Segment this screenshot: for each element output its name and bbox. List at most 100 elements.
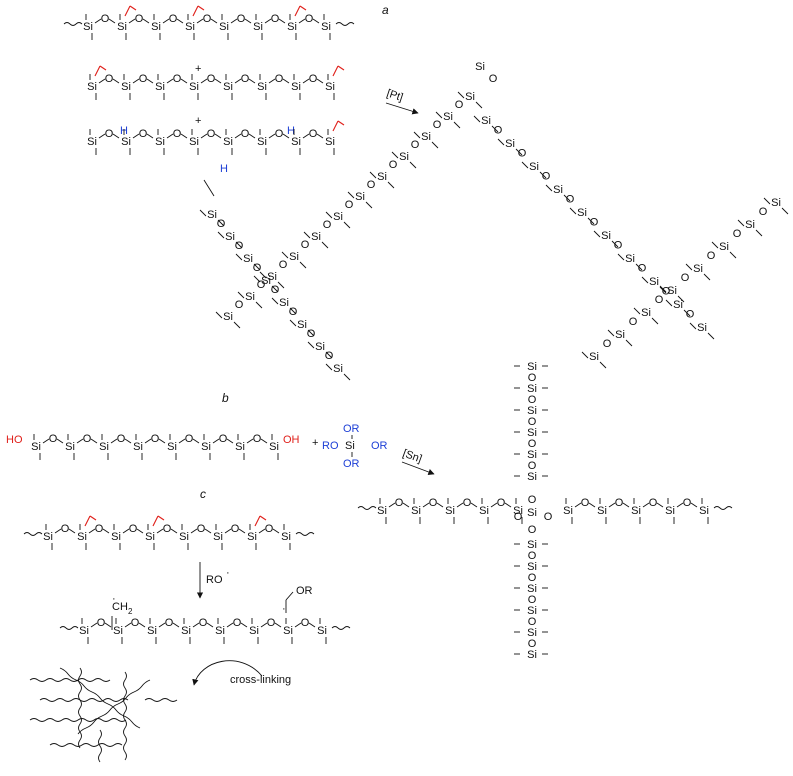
o-atom: O: [497, 497, 506, 509]
o-atom: O: [129, 523, 138, 535]
o-atom: O: [629, 316, 638, 328]
si-atom: Si: [289, 251, 299, 263]
o-atom: O: [305, 13, 314, 25]
si-atom: Si: [207, 209, 217, 221]
si-atom: Si: [151, 21, 161, 33]
o-atom: O: [649, 497, 658, 509]
si-atom: Si: [243, 253, 253, 265]
si-atom: Si: [527, 427, 537, 439]
methylene-radical-dot: ·: [112, 593, 116, 605]
si-atom: Si: [333, 363, 343, 375]
o-atom: O: [307, 328, 316, 340]
o-atom: O: [429, 497, 438, 509]
si-atom: Si: [399, 151, 409, 163]
o-atom: O: [235, 299, 244, 311]
o-atom: O: [528, 616, 537, 628]
o-atom: O: [590, 217, 599, 229]
silanol-end-groups: HO OH: [6, 434, 300, 446]
o-atom: O: [544, 511, 553, 523]
o-atom: O: [253, 433, 262, 445]
o-atom: O: [566, 194, 575, 206]
o-atom: O: [199, 617, 208, 629]
o-atom: O: [271, 13, 280, 25]
si-atom: Si: [377, 505, 387, 517]
o-atom: O: [614, 240, 623, 252]
o-atom: O: [683, 497, 692, 509]
si-atom: Si: [527, 361, 537, 373]
alkoxy-top: OR: [343, 423, 360, 435]
o-atom: O: [528, 524, 537, 536]
si-atom: Si: [673, 299, 683, 311]
radical-dot: ·: [226, 567, 230, 579]
si-atom: Si: [185, 21, 195, 33]
o-atom: O: [105, 73, 114, 85]
si-atom: Si: [121, 136, 131, 148]
si-atom: Si: [667, 285, 677, 297]
si-atom: Si: [245, 291, 255, 303]
hydroxyl-right: OH: [283, 434, 300, 446]
si-atom: Si: [247, 531, 257, 543]
o-atom: O: [528, 638, 537, 650]
si-atom: Si: [475, 61, 485, 73]
alkoxy-left: RO: [322, 440, 339, 452]
si-atom: Si: [235, 441, 245, 453]
si-atom: Si: [553, 184, 563, 196]
si-atom: Si: [631, 505, 641, 517]
o-atom: O: [135, 13, 144, 25]
o-atom: O: [207, 128, 216, 140]
si-atom: Si: [87, 136, 97, 148]
o-atom: O: [139, 73, 148, 85]
o-atom: O: [707, 250, 716, 262]
si-atom: Si: [189, 81, 199, 93]
o-atom: O: [411, 139, 420, 151]
o-atom: O: [655, 294, 664, 306]
si-atom: Si: [445, 505, 455, 517]
radical-site-dot: ·: [282, 603, 286, 615]
o-atom: O: [581, 497, 590, 509]
si-atom: Si: [527, 561, 537, 573]
o-atom: O: [323, 219, 332, 231]
o-atom: O: [301, 617, 310, 629]
si-atom: Si: [527, 627, 537, 639]
si-atom: Si: [79, 625, 89, 637]
si-h-label-2: H: [220, 163, 228, 175]
si-atom: Si: [527, 605, 537, 617]
crosslinking-caption: cross-linking: [230, 674, 291, 686]
si-atom: Si: [771, 197, 781, 209]
o-atom: O: [275, 128, 284, 140]
si-atom: Si: [529, 161, 539, 173]
panel-label-b: b: [222, 391, 229, 405]
plus-sign-1: +: [195, 63, 201, 75]
si-atom: Si: [121, 81, 131, 93]
o-atom: O: [241, 73, 250, 85]
si-atom: Si: [377, 171, 387, 183]
o-atom: O: [61, 523, 70, 535]
si-atom: Si: [527, 405, 537, 417]
o-atom: O: [489, 73, 498, 85]
si-atom: Si: [693, 263, 703, 275]
o-atom: O: [389, 159, 398, 171]
alkoxy-bottom: OR: [343, 458, 360, 470]
crosslinking-arrow: cross-linking: [192, 660, 291, 686]
si-atom: Si: [223, 81, 233, 93]
o-atom: O: [301, 239, 310, 251]
o-atom: O: [615, 497, 624, 509]
si-atom: Si: [297, 319, 307, 331]
si-atom: Si: [421, 131, 431, 143]
o-atom: O: [603, 338, 612, 350]
si-atom: Si: [601, 230, 611, 242]
o-atom: O: [219, 433, 228, 445]
o-atom: O: [241, 128, 250, 140]
o-atom: O: [686, 309, 695, 321]
o-atom: O: [463, 497, 472, 509]
si-atom: Si: [145, 531, 155, 543]
o-atom: O: [265, 523, 274, 535]
o-atom: O: [528, 594, 537, 606]
o-atom: O: [173, 73, 182, 85]
o-atom: O: [207, 73, 216, 85]
crosslinked-network: [29, 667, 178, 763]
o-atom: O: [97, 617, 106, 629]
plus-sign-b: +: [312, 437, 318, 449]
alkoxy-right: OR: [371, 440, 388, 452]
